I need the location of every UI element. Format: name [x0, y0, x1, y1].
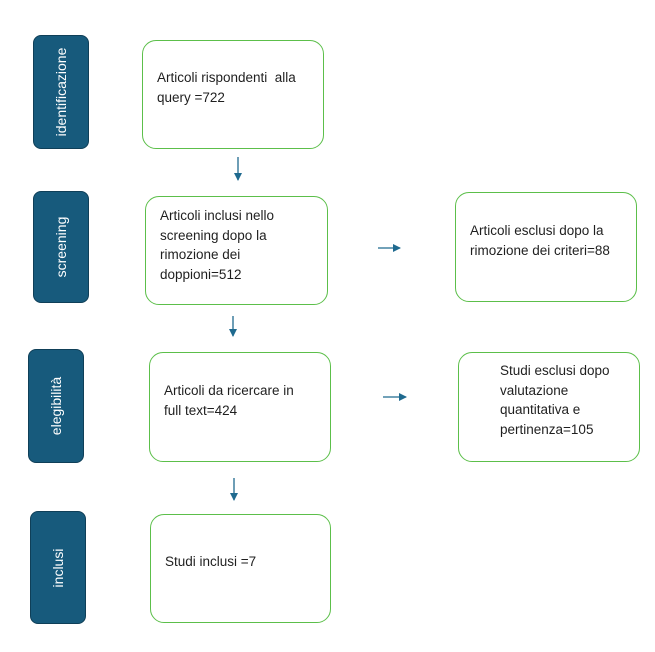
box-inclusi	[150, 514, 331, 623]
box-elegibilita-excluded-line-4: pertinenza=105	[500, 421, 594, 437]
box-full-text-line-1: Articoli da ricercare in	[164, 383, 294, 398]
box-screening-included-line-3: rimozione dei	[160, 247, 241, 262]
box-elegibilita-excluded-line-3: quantitativa e	[500, 402, 581, 417]
box-screening-excluded-line-2: rimozione dei criteri=88	[470, 242, 610, 258]
box-elegibilita-excluded-line-2: valutazione	[500, 382, 569, 398]
box-screening-included-line-1: Articoli inclusi nello	[160, 208, 275, 223]
box-screening-included-line-4: doppioni=512	[160, 266, 242, 282]
box-inclusi-text: Studi inclusi =7	[165, 552, 256, 572]
box-screening-excluded-text: Articoli esclusi dopo la rimozione dei c…	[470, 221, 610, 260]
box-full-text-line-2: full text=424	[164, 402, 238, 418]
box-query-text: Articoli rispondenti alla query =722	[157, 68, 296, 107]
box-inclusi-line-1: Studi inclusi =7	[165, 554, 257, 569]
phase-screening: screening	[33, 191, 89, 303]
box-elegibilita-excluded-line-1: Studi esclusi dopo	[500, 363, 610, 378]
box-screening-excluded	[455, 192, 637, 302]
box-elegibilita-excluded-text: Studi esclusi dopo valutazione quantitat…	[500, 361, 610, 439]
box-query-line-2: query =722	[157, 89, 225, 105]
box-screening-included	[145, 196, 328, 305]
box-elegibilita-excluded	[458, 352, 640, 462]
phase-elegibilita: elegibilità	[28, 349, 84, 463]
box-full-text	[149, 352, 331, 462]
box-full-text-text: Articoli da ricercare in full text=424	[164, 381, 294, 420]
box-query	[142, 40, 324, 149]
box-screening-included-line-2: screening dopo la	[160, 227, 267, 243]
box-screening-excluded-line-1: Articoli esclusi dopo la	[470, 223, 604, 238]
box-screening-included-text: Articoli inclusi nello screening dopo la…	[160, 206, 274, 284]
box-query-line-1: Articoli rispondenti alla	[157, 70, 296, 85]
phase-identificazione: identificazione	[33, 35, 89, 149]
phase-inclusi: inclusi	[30, 511, 86, 624]
